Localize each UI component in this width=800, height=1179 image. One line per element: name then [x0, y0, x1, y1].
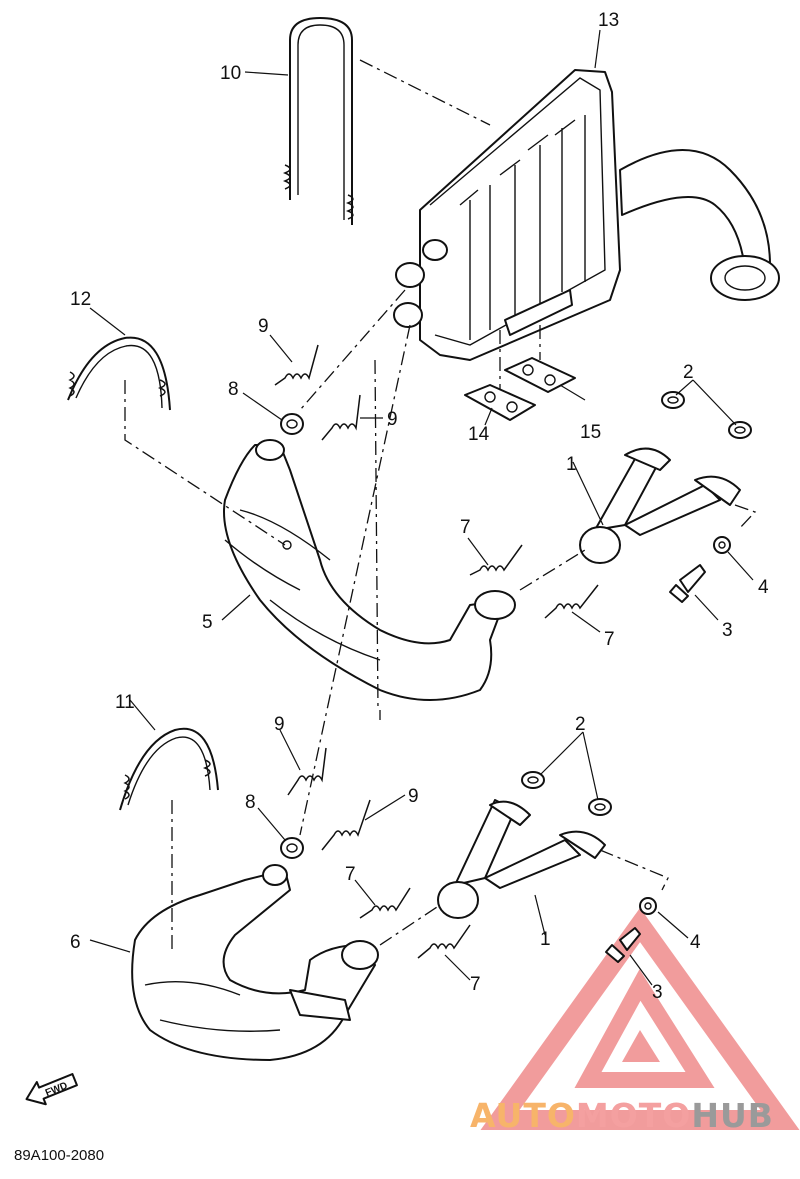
callout-11: 11 [115, 692, 135, 713]
watermark-hub: HUB [691, 1096, 774, 1135]
gasket-2-lower-b [588, 798, 612, 816]
callout-3-a: 3 [722, 620, 733, 641]
callout-2-a: 2 [683, 362, 694, 383]
spring-7-c [359, 887, 411, 919]
spring-hook-10 [282, 17, 354, 225]
exhaust-pipe-5 [223, 439, 516, 701]
callout-2-b: 2 [575, 714, 586, 735]
callout-8-a: 8 [228, 379, 239, 400]
callout-7-a: 7 [460, 517, 471, 538]
callout-1-b: 1 [540, 929, 551, 950]
spring-9-c [287, 747, 327, 796]
spring-hook-11 [119, 727, 219, 811]
bolt-3-lower [605, 927, 641, 963]
callout-9-c: 9 [274, 714, 285, 735]
forward-direction-arrow: FWD [25, 1073, 78, 1106]
callout-6: 6 [70, 932, 81, 953]
assembly-lines [124, 59, 757, 950]
callout-7-b: 7 [604, 629, 615, 650]
leader-lines [89, 29, 754, 986]
watermark-triangle-logo [480, 907, 800, 1130]
callout-7-d: 7 [470, 974, 481, 995]
callout-4-b: 4 [690, 932, 701, 953]
watermark-brand: AUTOMOTOHUB [470, 1096, 774, 1135]
gasket-8-upper [280, 413, 304, 435]
spring-hook-12 [67, 336, 171, 411]
callout-7-c: 7 [345, 864, 356, 885]
bracket-15 [504, 357, 576, 393]
callout-12: 12 [70, 289, 91, 310]
exhaust-header-1-lower [437, 799, 606, 919]
callout-9-b: 9 [387, 409, 398, 430]
callout-13: 13 [598, 10, 619, 31]
nut-4-lower [639, 897, 657, 915]
callout-10: 10 [220, 63, 241, 84]
spring-7-b [544, 584, 599, 619]
nut-4-upper [713, 536, 731, 554]
gasket-2-upper-b [728, 421, 752, 439]
callout-4-a: 4 [758, 577, 769, 598]
gasket-8-lower [280, 837, 304, 859]
watermark-auto: AUTO [470, 1096, 576, 1135]
spring-9-d [321, 799, 371, 851]
muffler-13 [393, 69, 780, 361]
callout-3-b: 3 [652, 982, 663, 1003]
exhaust-pipe-6 [131, 864, 379, 1061]
gasket-2-lower-a [521, 771, 545, 789]
bracket-14 [464, 384, 536, 421]
watermark-moto: MOTO [576, 1096, 691, 1135]
exhaust-header-1-upper [579, 447, 741, 564]
callout-8-b: 8 [245, 792, 256, 813]
callout-14: 14 [468, 424, 490, 445]
spring-9-a [274, 344, 319, 386]
spring-9-b [321, 394, 361, 441]
callout-9-a: 9 [258, 316, 269, 337]
diagram-code: 89A100-2080 [14, 1147, 104, 1164]
bolt-3-upper [669, 564, 706, 603]
spring-7-a [469, 544, 523, 576]
callout-labels: 10 13 12 9 8 9 2 15 14 1 7 4 5 3 7 11 9 … [70, 10, 769, 1003]
callout-9-d: 9 [408, 786, 419, 807]
spring-7-d [417, 924, 471, 959]
svg-text:AUTOMOTOHUB: AUTOMOTOHUB [470, 1096, 774, 1135]
callout-1-a: 1 [566, 454, 577, 475]
gasket-2-upper-a [661, 391, 685, 409]
callout-5: 5 [202, 612, 213, 633]
callout-15: 15 [580, 422, 601, 443]
